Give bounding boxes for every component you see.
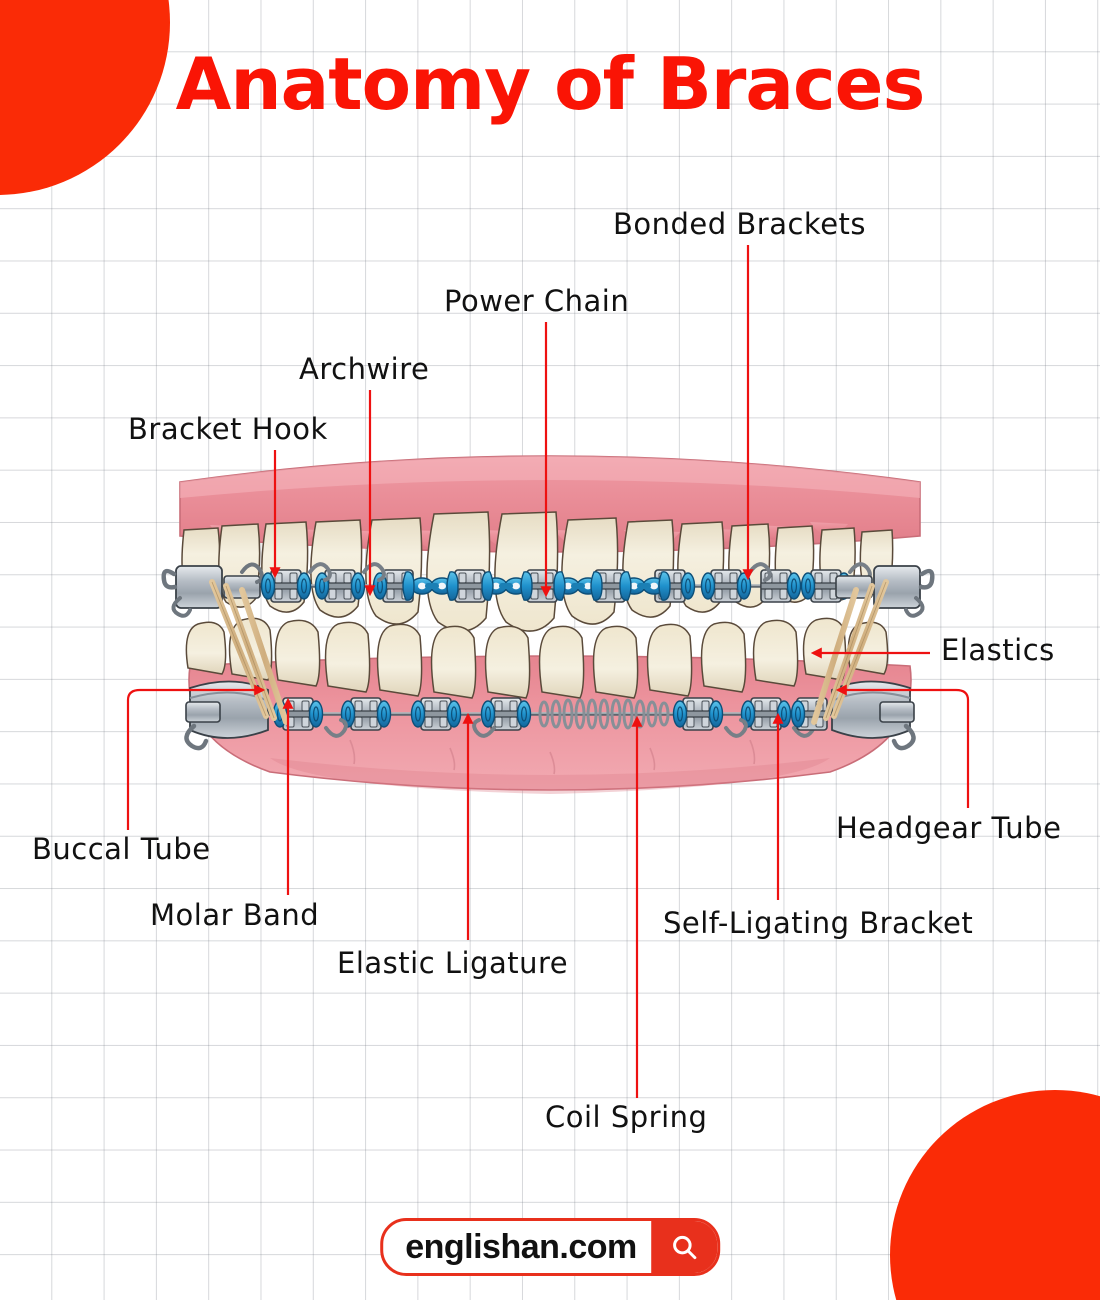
search-icon[interactable] — [650, 1221, 717, 1273]
headgear-tube-part — [879, 701, 915, 723]
upper-arch — [161, 455, 935, 632]
page-title: Anatomy of Braces — [175, 42, 926, 126]
coil-spring — [538, 698, 670, 730]
label-coil-spring: Coil Spring — [545, 1100, 708, 1134]
lower-left-buccal-tube — [185, 701, 221, 723]
label-elastics: Elastics — [941, 633, 1055, 667]
label-archwire: Archwire — [299, 352, 430, 386]
upper-left-molar-band — [161, 565, 223, 618]
bottom-right-red-blob — [890, 1090, 1100, 1300]
label-self-ligating-bracket: Self-Ligating Bracket — [663, 906, 974, 940]
label-molar-band: Molar Band — [150, 898, 320, 932]
label-elastic-ligature: Elastic Ligature — [337, 946, 569, 980]
lower-arch — [184, 617, 916, 794]
label-power-chain: Power Chain — [444, 284, 630, 318]
upper-right-molar-band — [873, 565, 935, 618]
power-chain — [402, 571, 671, 601]
label-buccal-tube: Buccal Tube — [32, 832, 211, 866]
site-brand-badge[interactable]: englishan.com — [380, 1218, 720, 1276]
dental-braces-illustration — [150, 440, 950, 810]
brand-name: englishan.com — [405, 1227, 637, 1266]
label-bracket-hook: Bracket Hook — [128, 412, 328, 446]
label-bonded-brackets: Bonded Brackets — [613, 207, 867, 241]
label-headgear-tube: Headgear Tube — [836, 811, 1062, 845]
